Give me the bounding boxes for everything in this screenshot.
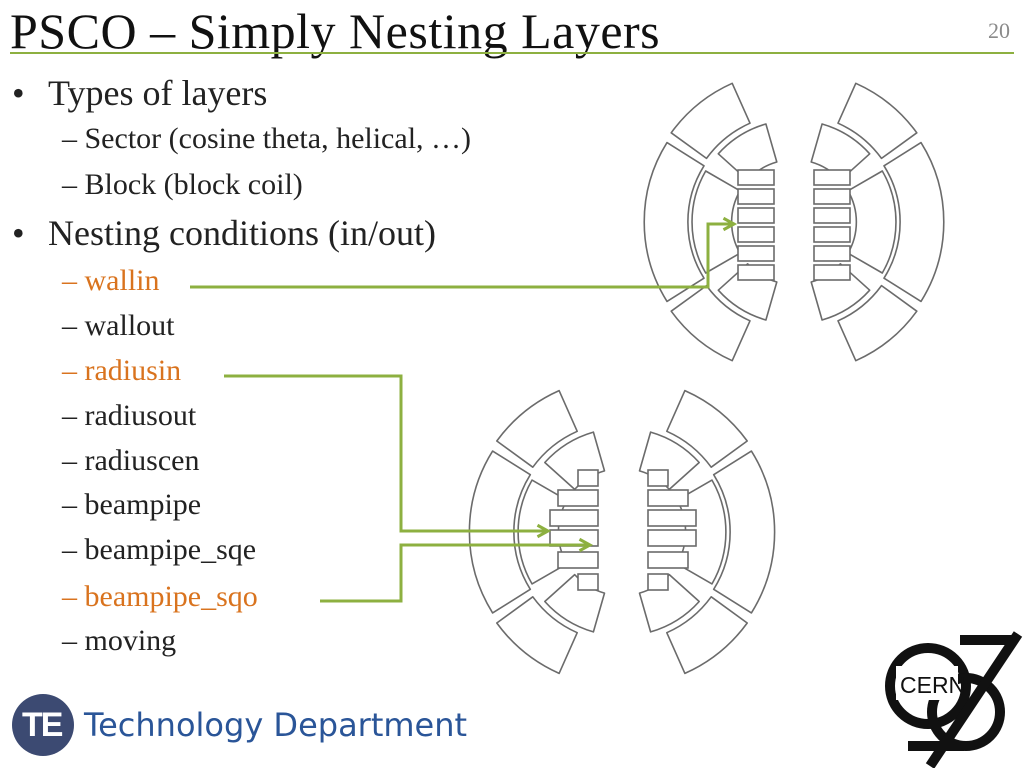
block-left-top-5 xyxy=(737,264,775,281)
te-badge xyxy=(12,694,74,756)
coil-outer-ext-3 xyxy=(837,284,918,362)
block-left-bottom-4 xyxy=(557,551,599,569)
block-left-top-0 xyxy=(737,169,775,186)
slide-title: PSCO – Simply Nesting Layers xyxy=(10,3,661,59)
sub-bullet-moving: – moving xyxy=(62,624,177,657)
arrow-beampipe-sqo xyxy=(320,543,590,603)
block-left-bottom-2 xyxy=(549,509,599,527)
coil-inner-ext-1 xyxy=(717,123,778,181)
sub-bullet-beampipe: – beampipe xyxy=(62,488,202,521)
coil-outer-ext-0 xyxy=(666,389,748,468)
coil-outer-ext-1 xyxy=(670,82,751,160)
te-badge-text: TE xyxy=(22,706,63,744)
coil-outer-mid-0 xyxy=(883,141,945,303)
cern-logo-text: CERN xyxy=(900,672,966,698)
block-right-bottom-5 xyxy=(647,573,669,591)
block-right-top-5 xyxy=(813,264,851,281)
block-left-top-1 xyxy=(737,188,775,205)
block-left-bottom-1 xyxy=(557,489,599,507)
block-left-bottom-0 xyxy=(577,469,599,487)
block-left-top-2 xyxy=(737,207,775,224)
bullet-nesting-conditions: •Nesting conditions (in/out) xyxy=(12,213,436,253)
sub-bullet-radiuscen: – radiuscen xyxy=(62,444,200,477)
sub-bullet-wallin: – wallin xyxy=(62,264,160,297)
block-left-bottom-5 xyxy=(577,573,599,591)
sub-bullet-block: – Block (block coil) xyxy=(62,168,303,201)
arrow-wallin xyxy=(190,222,734,289)
coil-outer-ext-2 xyxy=(670,284,751,362)
sub-bullet-beampipe-sqo: – beampipe_sqo xyxy=(62,580,258,613)
sub-bullet-radiusin: – radiusin xyxy=(62,354,182,387)
block-right-bottom-4 xyxy=(647,551,689,569)
block-left-top-3 xyxy=(737,226,775,243)
block-right-top-1 xyxy=(813,188,851,205)
coil-inner-mid-1 xyxy=(691,170,741,274)
block-right-top-0 xyxy=(813,169,851,186)
sub-bullet-beampipe-sqe: – beampipe_sqe xyxy=(62,533,257,566)
block-right-bottom-1 xyxy=(647,489,689,507)
block-left-top-4 xyxy=(737,245,775,262)
sub-bullet-sector: – Sector (cosine theta, helical, …) xyxy=(62,122,472,155)
block-right-bottom-0 xyxy=(647,469,669,487)
arrow-beampipe-sqo-head xyxy=(578,537,594,553)
arrow-radiusin xyxy=(224,374,548,533)
sub-bullet-radiusout: – radiusout xyxy=(62,399,197,432)
arrow-wallin-head xyxy=(722,216,738,232)
block-right-bottom-3 xyxy=(647,529,697,547)
block-right-top-4 xyxy=(813,245,851,262)
arrow-radiusin-head xyxy=(536,523,552,539)
coil-outer-ext-2 xyxy=(496,596,578,675)
title-underline xyxy=(10,52,1014,54)
department-name: Technology Department xyxy=(84,706,468,744)
coil-inner-mid-0 xyxy=(847,170,897,274)
coil-outer-ext-0 xyxy=(837,82,918,160)
block-right-bottom-2 xyxy=(647,509,697,527)
bullet-types-of-layers: •Types of layers xyxy=(12,73,268,113)
connector-arrows xyxy=(190,216,738,603)
coil-outer-mid-1 xyxy=(643,141,705,303)
cern-logo xyxy=(885,631,1023,768)
coil-outer-mid-0 xyxy=(712,450,776,614)
sub-bullet-wallout: – wallout xyxy=(62,309,175,342)
slide-number: 20 xyxy=(988,18,1010,43)
coil-outer-ext-1 xyxy=(496,389,578,468)
coil-diagram-top xyxy=(643,82,945,362)
block-right-top-3 xyxy=(813,226,851,243)
block-right-top-2 xyxy=(813,207,851,224)
coil-outer-ext-3 xyxy=(666,596,748,675)
